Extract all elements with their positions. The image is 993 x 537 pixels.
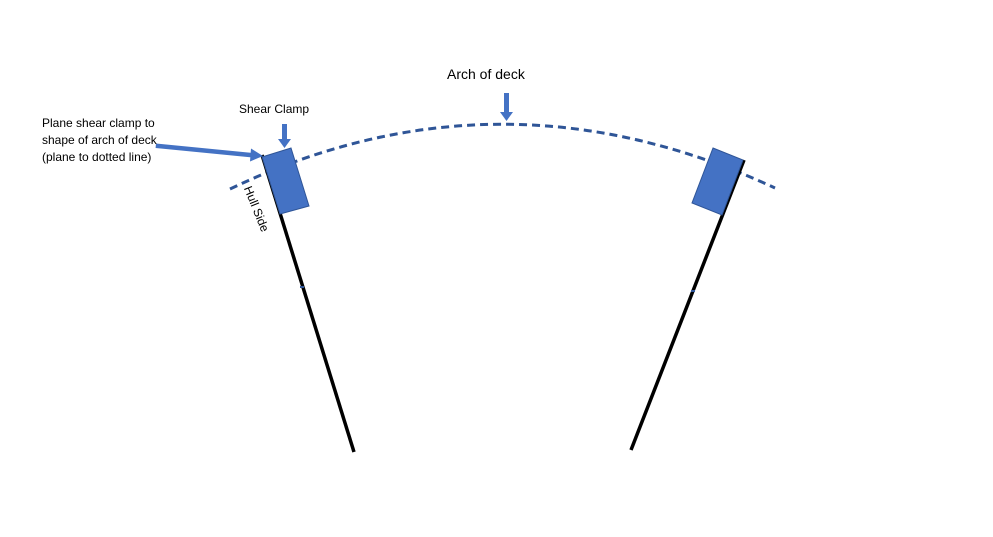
deck-arch-dotted-line — [229, 122, 776, 191]
plane-note-line: shape of arch of deck — [42, 133, 157, 147]
left-shear-clamp — [261, 147, 310, 215]
right-hull-side-line — [629, 159, 746, 451]
plane-note-pointer-arrow-icon — [155, 143, 263, 162]
arch-of-deck-label: Arch of deck — [447, 66, 525, 82]
shear-clamp-pointer-arrow-icon — [278, 124, 291, 148]
shear-clamp-label: Shear Clamp — [239, 102, 310, 116]
plane-note-line: Plane shear clamp to — [42, 116, 155, 130]
plane-note-line: (plane to dotted line) — [42, 150, 152, 164]
arch-pointer-arrow-icon — [500, 93, 513, 121]
plane-note-label: Plane shear clamp to shape of arch of de… — [42, 115, 157, 166]
right-shear-clamp — [691, 147, 744, 216]
